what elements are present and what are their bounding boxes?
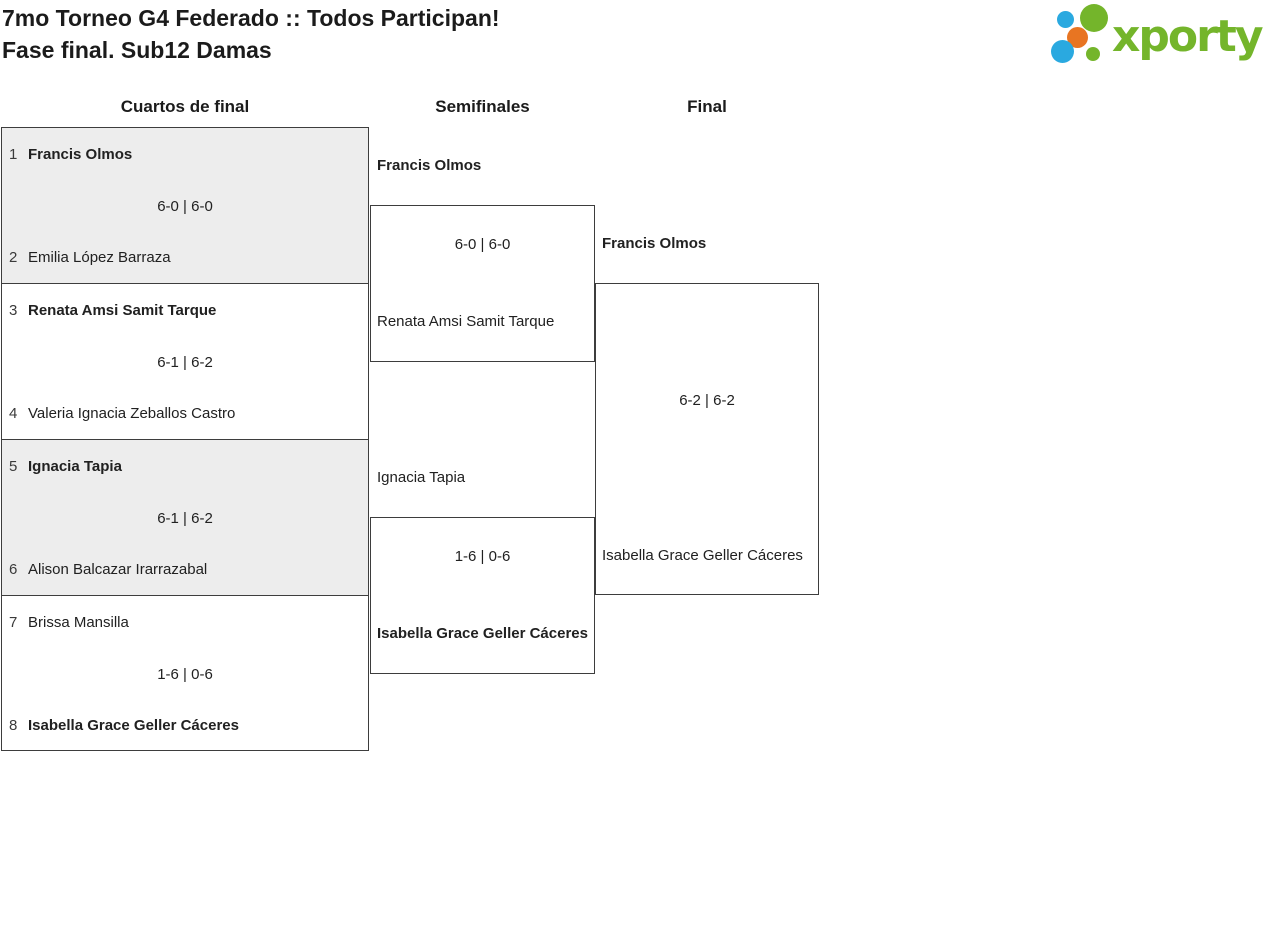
player-row: 6 Alison Balcazar Irarrazabal [2,560,368,580]
player-row: 4 Valeria Ignacia Zeballos Castro [2,404,368,424]
logo-dot-green-large-icon [1080,4,1108,32]
player-seed: 4 [9,405,18,422]
logo-wordmark: xporty [1112,11,1264,62]
title-line2: Fase final. Sub12 Damas [2,37,272,63]
player-name: Isabella Grace Geller Cáceres [602,547,803,564]
player-name: Brissa Mansilla [28,614,129,631]
player-seed: 6 [9,561,18,578]
player-name: Renata Amsi Samit Tarque [377,313,555,330]
player-row: 5 Ignacia Tapia [2,457,368,477]
match-score: 6-1 | 6-2 [157,354,213,371]
player-name: Ignacia Tapia [28,458,122,475]
match-score: 1-6 | 0-6 [454,548,511,565]
player-seed: 7 [9,614,18,631]
player-name: Alison Balcazar Irarrazabal [28,561,208,578]
player-row: 7 Brissa Mansilla [2,613,368,633]
match-score: 6-2 | 6-2 [679,392,735,409]
round-header-semifinales: Semifinales [435,97,530,116]
player-name: Valeria Ignacia Zeballos Castro [28,405,236,422]
logo-dot-orange-icon [1067,27,1088,48]
player-name: Francis Olmos [377,157,482,174]
player-seed: 3 [9,302,18,319]
xporty-logo[interactable]: xporty [1045,0,1280,75]
match-box-final[interactable] [595,283,819,595]
match-box-qf4[interactable]: 7 Brissa Mansilla 1-6 | 0-6 8 Isabella G… [1,595,369,751]
player-seed: 1 [9,146,18,163]
page-title: 7mo Torneo G4 Federado :: Todos Particip… [2,2,500,66]
player-name: Renata Amsi Samit Tarque [28,302,217,319]
logo-dot-green-small-icon [1086,47,1100,61]
match-box-sf1[interactable] [370,205,595,362]
match-box-qf2[interactable]: 3 Renata Amsi Samit Tarque 6-1 | 6-2 4 V… [1,283,369,440]
match-score: 1-6 | 0-6 [157,666,213,683]
logo-dot-blue-large-icon [1051,40,1074,63]
player-name: Emilia López Barraza [28,249,171,266]
match-box-qf3[interactable]: 5 Ignacia Tapia 6-1 | 6-2 6 Alison Balca… [1,439,369,596]
player-name: Isabella Grace Geller Cáceres [377,625,588,642]
match-box-sf2[interactable] [370,517,595,674]
match-score: 6-0 | 6-0 [157,198,213,215]
match-score: 6-0 | 6-0 [454,236,511,253]
player-seed: 8 [9,717,18,734]
player-seed: 2 [9,249,18,266]
logo-dot-blue-small-icon [1057,11,1074,28]
title-line1: 7mo Torneo G4 Federado :: Todos Particip… [2,5,500,31]
round-header-final: Final [687,97,727,116]
player-row: 3 Renata Amsi Samit Tarque [2,301,368,321]
player-name: Francis Olmos [602,235,707,252]
player-row: 8 Isabella Grace Geller Cáceres [2,716,368,736]
player-name: Ignacia Tapia [377,469,466,486]
player-name: Isabella Grace Geller Cáceres [28,717,239,734]
match-box-qf1[interactable]: 1 Francis Olmos 6-0 | 6-0 2 Emilia López… [1,127,369,284]
round-header-cuartos: Cuartos de final [120,97,250,116]
player-row: 2 Emilia López Barraza [2,248,368,268]
match-score: 6-1 | 6-2 [157,510,213,527]
player-row: 1 Francis Olmos [2,145,368,165]
player-seed: 5 [9,458,18,475]
player-name: Francis Olmos [28,146,133,163]
